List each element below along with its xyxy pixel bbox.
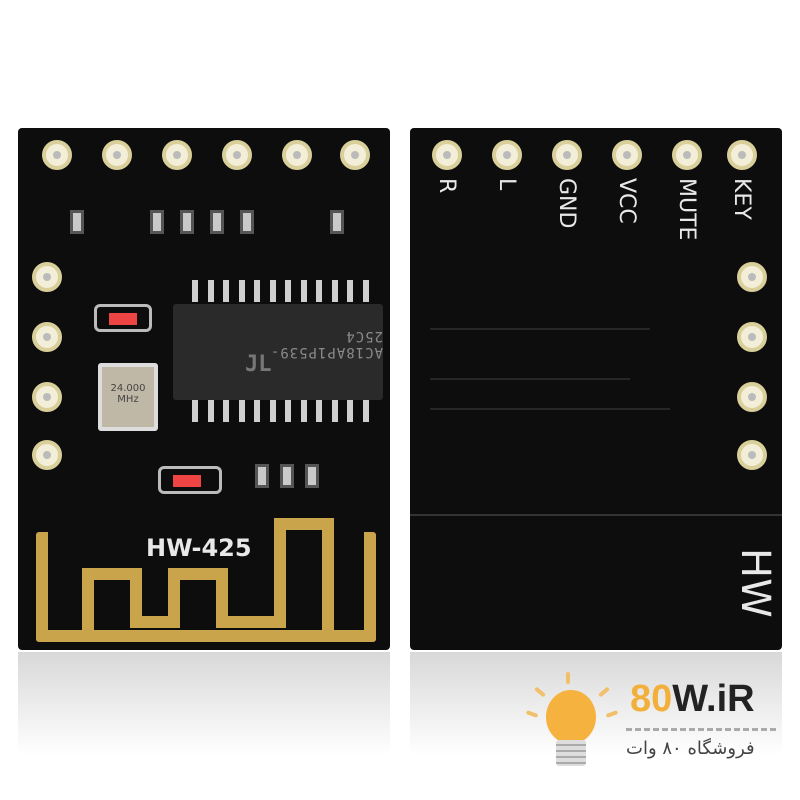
component (70, 210, 84, 234)
pcb-antenna (36, 532, 376, 642)
pad (42, 140, 72, 170)
pad (737, 440, 767, 470)
pad (432, 140, 462, 170)
chip-pin (300, 280, 307, 302)
pad (737, 322, 767, 352)
chip-pin (285, 280, 291, 302)
chip-pin (316, 400, 322, 422)
component (255, 464, 269, 488)
chip-pin (300, 400, 307, 422)
led (94, 304, 152, 332)
chip-pin (238, 400, 245, 422)
pad (612, 140, 642, 170)
pin-label-mute: MUTE (674, 178, 699, 241)
model-label: HW-425 (146, 534, 252, 562)
chip-pin (238, 280, 245, 302)
chip-pin (347, 280, 353, 302)
pad (672, 140, 702, 170)
chip-pin (269, 400, 276, 422)
front-reflection (18, 652, 390, 800)
pcb-back: R L GND VCC MUTE KEY HW (410, 128, 782, 650)
lightbulb-icon (546, 690, 596, 744)
chip-pin (347, 400, 353, 422)
chip-pin (223, 280, 229, 302)
chip-pin (254, 280, 260, 302)
pad (492, 140, 522, 170)
pad (737, 382, 767, 412)
component (305, 464, 319, 488)
brand-tagline: فروشگاه ۸۰ وات (626, 738, 755, 759)
pad (727, 140, 757, 170)
chip-pin (285, 400, 291, 422)
pin-label-vcc: VCC (614, 178, 639, 224)
pad (32, 262, 62, 292)
chip-logo: JL (245, 352, 272, 377)
bluetooth-chip: AC18AP1P539-25C4 JL (173, 304, 383, 400)
pad (552, 140, 582, 170)
pad (282, 140, 312, 170)
crystal-freq: 24.000 (110, 383, 146, 394)
chip-pin (331, 400, 338, 422)
component (330, 210, 344, 234)
chip-pin (331, 280, 338, 302)
pad (737, 262, 767, 292)
component-outline (158, 466, 222, 494)
chip-pin (192, 280, 198, 302)
component (240, 210, 254, 234)
pad (32, 382, 62, 412)
brand-name: 80W.iR (630, 678, 755, 720)
pad (162, 140, 192, 170)
pad (32, 322, 62, 352)
chip-pin (254, 400, 260, 422)
crystal-unit: MHz (117, 394, 139, 405)
chip-pin (192, 400, 198, 422)
back-reflection (410, 652, 782, 800)
pin-label-gnd: GND (554, 178, 579, 229)
pad (222, 140, 252, 170)
pad (102, 140, 132, 170)
chip-pin (207, 280, 214, 302)
pad (340, 140, 370, 170)
chip-pin (207, 400, 214, 422)
component (180, 210, 194, 234)
chip-pin (223, 400, 229, 422)
component (150, 210, 164, 234)
pad (32, 440, 62, 470)
component (280, 464, 294, 488)
chip-pin (362, 400, 369, 422)
edge-label: HW (732, 548, 778, 618)
chip-pin (362, 280, 369, 302)
chip-pin (269, 280, 276, 302)
pin-label-key: KEY (729, 178, 754, 220)
pin-label-l: L (494, 178, 519, 191)
pcb-front: 24.000 MHz AC18AP1P539-25C4 JL HW-425 (18, 128, 390, 650)
chip-pin (316, 280, 322, 302)
pin-label-r: R (434, 178, 459, 194)
component (210, 210, 224, 234)
crystal: 24.000 MHz (98, 363, 158, 431)
